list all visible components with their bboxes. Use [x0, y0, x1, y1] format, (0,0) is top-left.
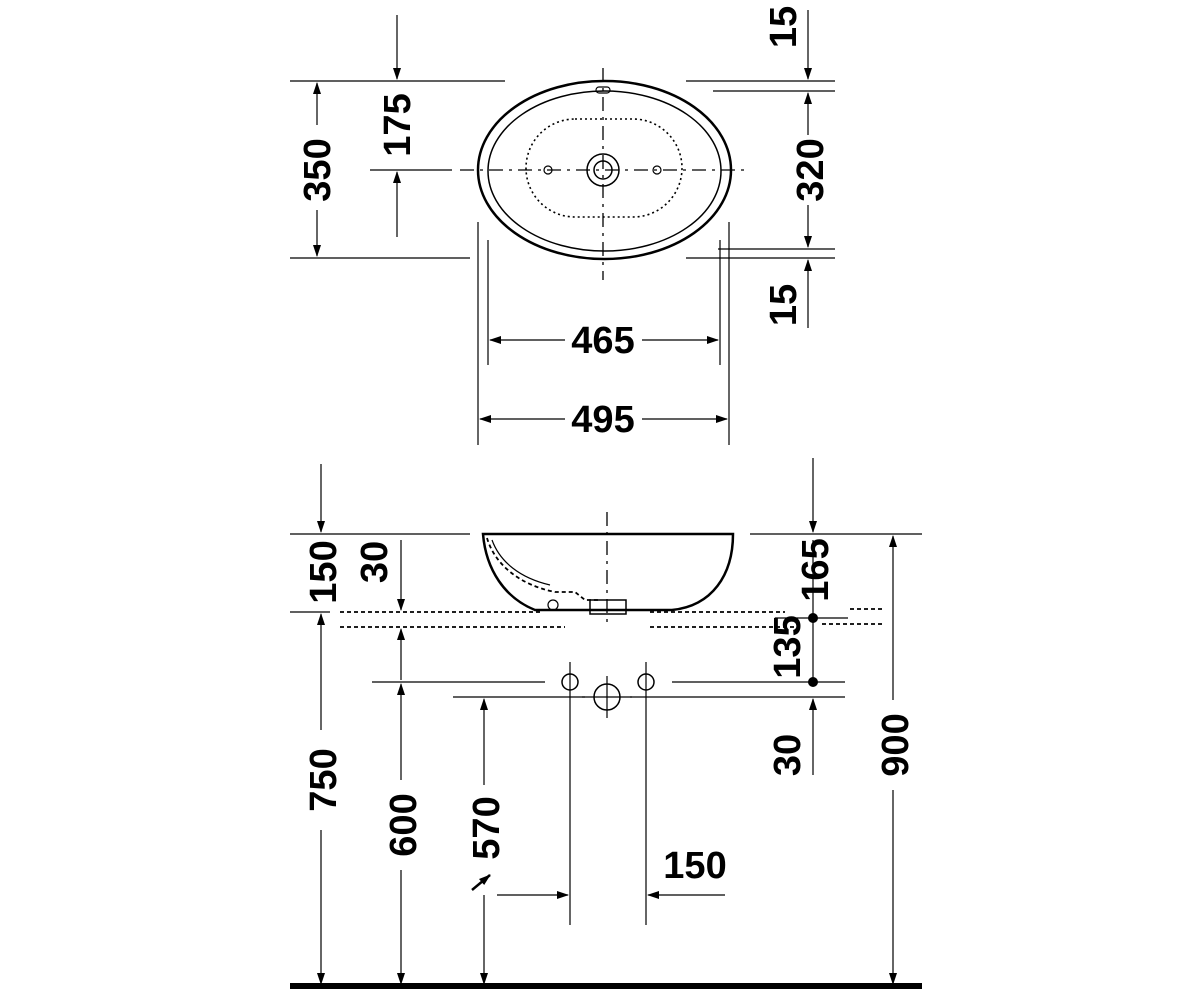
side-view: 150 30 165 135 30 750 600 570 150	[290, 458, 922, 989]
top-view: 350 175 15 320 15 465 495	[290, 6, 835, 445]
dim-570: 570	[466, 796, 508, 859]
dim-175: 175	[377, 93, 419, 156]
dim-350: 350	[297, 138, 339, 201]
dim-15-bottom: 15	[763, 284, 805, 326]
dim-point-2	[808, 677, 818, 687]
dim-30-pipe: 30	[767, 734, 809, 776]
dim-570-pointer	[471, 874, 491, 891]
dim-150-bowl: 150	[303, 540, 345, 603]
dim-600: 600	[383, 793, 425, 856]
side-drain-piece	[589, 599, 627, 615]
dim-900: 900	[875, 713, 917, 776]
dim-465: 465	[571, 320, 634, 362]
overflow-slot	[595, 86, 611, 94]
drain-basin-dotted	[525, 118, 683, 218]
mounting-hole-right	[652, 165, 662, 175]
basin-side-inner-dotted	[486, 537, 598, 601]
dim-495: 495	[571, 399, 634, 441]
dim-135: 135	[767, 615, 809, 678]
dim-point-1	[808, 613, 818, 623]
dim-15-top: 15	[763, 6, 805, 48]
dim-150-spacing: 150	[663, 845, 726, 887]
basin-inner-outline	[487, 90, 722, 252]
basin-side-outline	[481, 532, 735, 612]
dim-750: 750	[303, 748, 345, 811]
dim-320: 320	[790, 138, 832, 201]
dim-30-base: 30	[354, 541, 396, 583]
dim-165: 165	[795, 538, 837, 601]
